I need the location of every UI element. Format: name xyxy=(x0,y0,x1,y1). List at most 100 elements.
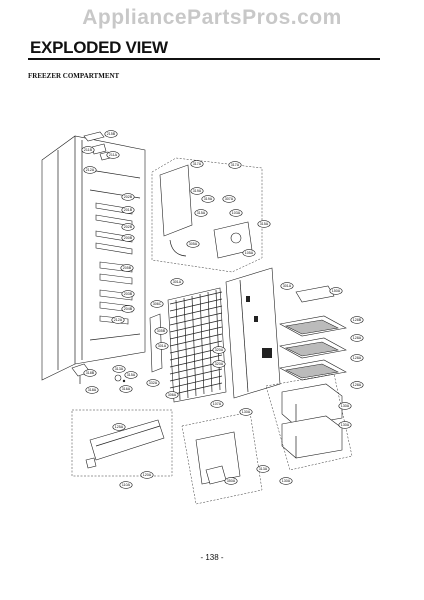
callout-bubble xyxy=(81,146,95,154)
callout-bubble xyxy=(190,160,204,168)
callout-bubble xyxy=(228,161,242,169)
drawers xyxy=(265,373,353,471)
evaporator-fin xyxy=(169,319,223,333)
callout-label: 313A xyxy=(259,467,268,471)
part-callout: 105A xyxy=(242,249,256,257)
callout-bubble xyxy=(222,195,236,203)
page-number: - 138 - xyxy=(200,553,224,562)
callout-bubble xyxy=(212,346,226,354)
evaporator-fin xyxy=(169,291,223,305)
callout-label: 103A xyxy=(232,211,241,215)
callout-label: 317A xyxy=(231,163,240,167)
ice-bin-cover xyxy=(181,411,263,505)
evaporator-tube xyxy=(199,293,205,395)
part-callout: 150A xyxy=(329,287,343,295)
evaporator-tube xyxy=(191,295,197,397)
callout-label: 130A xyxy=(242,410,251,414)
part-callout: 130A xyxy=(338,421,352,429)
top-bracket xyxy=(295,285,335,303)
callout-bubble xyxy=(119,481,133,489)
part-callout: 319A xyxy=(201,195,215,203)
callout-label: 301A xyxy=(173,280,182,284)
part-callout: 320A xyxy=(212,360,226,368)
callout-label: 316A xyxy=(122,387,131,391)
part-callout: 128A xyxy=(350,381,364,389)
part-callout: 202B xyxy=(121,193,135,201)
callout-bubble xyxy=(190,187,204,195)
callout-bubble xyxy=(121,234,135,242)
part-callout: 306C xyxy=(150,300,164,308)
callout-label: 130A xyxy=(282,479,291,483)
part-callout: 200B xyxy=(121,234,135,242)
part-callout: 315A xyxy=(124,371,138,379)
callout-label: 332A xyxy=(149,381,158,385)
callout-bubble xyxy=(257,220,271,228)
callout-label: 200B xyxy=(124,236,133,240)
duct-cover xyxy=(225,267,281,399)
callout-label: 202B xyxy=(124,225,133,229)
callout-bubble xyxy=(242,249,256,257)
part-callout: 212A xyxy=(83,166,97,174)
callout-bubble xyxy=(121,193,135,201)
callout-label: 110A xyxy=(122,483,131,487)
callout-label: 305B xyxy=(157,329,166,333)
part-callout: 110A xyxy=(119,481,133,489)
evaporator-fin xyxy=(169,298,223,312)
part-callout: 320A xyxy=(212,346,226,354)
callout-bubble xyxy=(165,391,179,399)
callout-bubble xyxy=(155,342,169,350)
callout-label: 107A xyxy=(213,402,222,406)
part-callout: 128B xyxy=(350,316,364,324)
callout-bubble xyxy=(212,360,226,368)
callout-bubble xyxy=(350,381,364,389)
evaporator-tube xyxy=(183,297,189,399)
part-callout: 307A xyxy=(222,195,236,203)
callout-bubble xyxy=(121,223,135,231)
evaporator-fin xyxy=(169,375,223,389)
callout-label: 130A xyxy=(341,423,350,427)
top-hinge-parts xyxy=(83,131,111,161)
callout-label: 150A xyxy=(332,289,341,293)
callout-label: 205B xyxy=(123,266,132,270)
callout-bubble xyxy=(170,278,184,286)
door-trim-group xyxy=(71,409,173,477)
callout-label: 125A xyxy=(115,425,124,429)
callout-bubble xyxy=(350,334,364,342)
callout-label: 105A xyxy=(245,251,254,255)
callout-label: 202B xyxy=(124,195,133,199)
callout-label: 211B xyxy=(84,148,93,152)
callout-label: 315A xyxy=(127,373,136,377)
callout-label: 313A xyxy=(115,367,124,371)
part-callout: 128A xyxy=(350,354,364,362)
part-callout: 201B xyxy=(121,206,135,214)
part-callout: 315A xyxy=(194,209,208,217)
callout-bubble xyxy=(350,316,364,324)
callout-bubble xyxy=(121,305,135,313)
part-callout: 120A xyxy=(140,471,154,479)
evaporator-tube xyxy=(175,299,181,401)
callout-bubble xyxy=(338,402,352,410)
callout-label: 203B xyxy=(124,292,133,296)
callout-label: 306A xyxy=(168,393,177,397)
callout-bubble xyxy=(83,166,97,174)
part-callout: 305A xyxy=(186,240,200,248)
evaporator-fin xyxy=(169,340,223,354)
callout-bubble xyxy=(329,287,343,295)
callout-label: 318A xyxy=(88,388,97,392)
part-callout: 130A xyxy=(338,402,352,410)
callout-bubble xyxy=(85,386,99,394)
part-callout: 332A xyxy=(146,379,160,387)
evaporator-fin xyxy=(169,312,223,326)
callout-label: 128A xyxy=(353,356,362,360)
callout-bubble xyxy=(229,209,243,217)
callout-bubble xyxy=(112,423,126,431)
callout-bubble xyxy=(338,421,352,429)
callout-label: 212A xyxy=(114,318,123,322)
part-callout: 107A xyxy=(210,400,224,408)
page-title: EXPLODED VIEW xyxy=(30,38,168,57)
callout-bubble xyxy=(280,282,294,290)
part-callout: 203B xyxy=(121,290,135,298)
part-callout: 350A xyxy=(224,477,238,485)
callout-label: 215B xyxy=(107,132,116,136)
callout-label: 128A xyxy=(353,336,362,340)
